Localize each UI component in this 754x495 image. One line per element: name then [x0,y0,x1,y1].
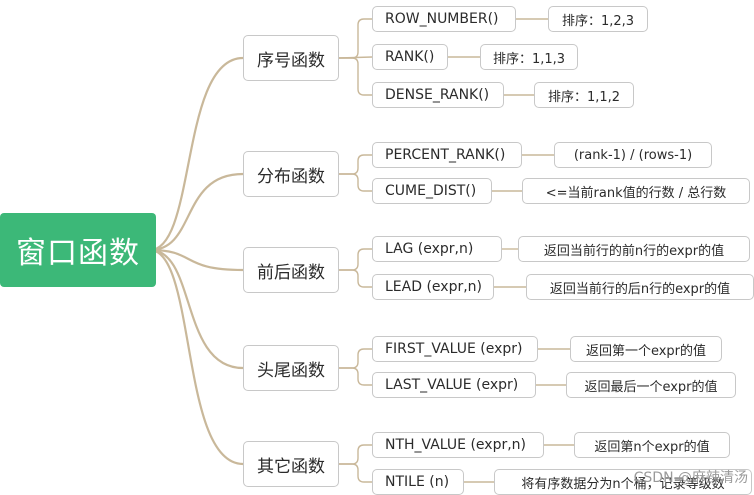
function-node: DENSE_RANK() [372,82,504,108]
description-node: (rank-1) / (rows-1) [554,142,712,168]
function-node: LAG (expr,n) [372,236,502,262]
category-to-function-connector [339,463,372,483]
description-node: <=当前rank值的行数 / 总行数 [522,178,750,204]
function-node: LEAD (expr,n) [372,274,494,300]
root-to-category-connector [149,56,244,252]
description-node: 返回当前行的后n行的expr的值 [526,274,754,300]
function-node: NTILE (n) [372,469,464,495]
category-to-function-connector [339,348,372,369]
description-node: 返回当前行的前n行的expr的值 [518,236,750,262]
category-to-function-connector [339,154,372,175]
category-to-function-connector [339,367,372,386]
category-node: 分布函数 [243,151,339,197]
description-node: 排序：1,1,3 [480,44,578,70]
description-node: 排序：1,2,3 [548,6,648,32]
category-to-function-connector [339,18,372,59]
watermark: CSDN @麻辣清汤 [633,470,748,486]
root-to-category-connector [149,172,244,252]
category-node: 前后函数 [243,247,339,293]
function-node: CUME_DIST() [372,178,492,204]
function-node: LAST_VALUE (expr) [372,372,536,398]
description-node: 返回最后一个expr的值 [566,372,736,398]
function-node: RANK() [372,44,448,70]
description-node: 返回第n个expr的值 [574,432,730,458]
category-node: 其它函数 [243,441,339,487]
description-node: 返回第一个expr的值 [570,336,722,362]
category-to-function-connector [339,248,372,271]
root-node: 窗口函数 [0,213,156,287]
description-node: 排序：1,1,2 [534,82,634,108]
function-node: FIRST_VALUE (expr) [372,336,538,362]
function-node: NTH_VALUE (expr,n) [372,432,544,458]
description-node: 将有序数据分为n个桶，记录等级数 [494,469,752,495]
root-to-category-connector [149,248,244,370]
category-node: 序号函数 [243,35,339,81]
category-to-function-connector [339,444,372,465]
function-node: ROW_NUMBER() [372,6,516,32]
category-to-function-connector [339,57,372,96]
category-node: 头尾函数 [243,345,339,391]
root-to-category-connector [149,248,244,272]
function-node: PERCENT_RANK() [372,142,522,168]
category-to-function-connector [339,173,372,192]
root-to-category-connector [149,248,244,466]
category-to-function-connector [339,269,372,288]
